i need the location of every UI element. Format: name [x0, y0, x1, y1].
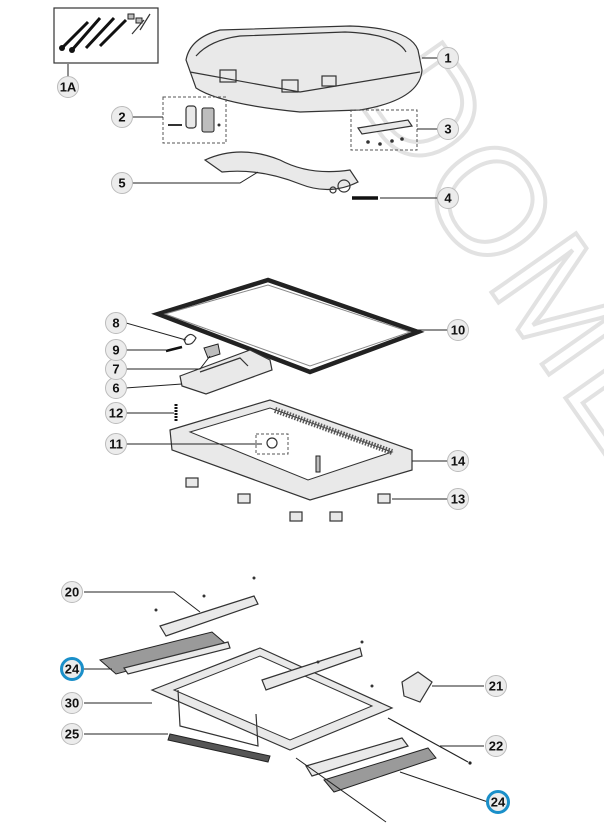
- callout-label: 25: [65, 727, 79, 742]
- part-20-bar-right: [261, 640, 364, 691]
- callout-label: 24: [65, 662, 80, 677]
- callout-circle: [61, 692, 83, 714]
- callout-circle: [437, 47, 459, 69]
- callout-circle: [61, 581, 83, 603]
- callout-circle: [111, 172, 133, 194]
- part-21-handle: [370, 671, 433, 703]
- part-2-hinge-kit: [162, 96, 227, 144]
- part-9-screw: [165, 345, 183, 353]
- callout-8: 8: [105, 312, 127, 334]
- callout-label: 4: [444, 191, 452, 206]
- callout-circle: [447, 450, 469, 472]
- part-1-dome-lid: [185, 25, 423, 113]
- callout-label: 10: [451, 323, 465, 338]
- part-11-14-base-frame: [169, 399, 413, 501]
- part-25-strip: [167, 733, 271, 763]
- part-1a-screw-kit: [53, 7, 159, 64]
- callout-label: 14: [451, 454, 466, 469]
- callout-11: 11: [105, 433, 127, 455]
- callout-5: 5: [111, 172, 133, 194]
- part-13-clamps: [185, 477, 391, 522]
- callout-21: 21: [485, 675, 507, 697]
- callout-circle: [437, 187, 459, 209]
- callout-circle: [105, 402, 127, 424]
- part-5-lifting-arm: [203, 151, 359, 194]
- callout-14: 14: [447, 450, 469, 472]
- part-24-blind-left: [98, 631, 231, 675]
- part-6-handle-housing: [179, 349, 273, 395]
- callout-label: 3: [444, 122, 451, 137]
- callout-label: 24: [491, 795, 506, 810]
- callout-label: 20: [65, 585, 79, 600]
- callout-circle: [447, 319, 469, 341]
- part-20-bar-top: [154, 576, 259, 637]
- watermark: DOMETIC: [325, 13, 604, 699]
- callout-label: 7: [112, 362, 119, 377]
- callout-2: 2: [111, 106, 133, 128]
- part-10-seal: [151, 277, 425, 375]
- callout-3: 3: [437, 118, 459, 140]
- callout-label: 30: [65, 696, 79, 711]
- callout-24: 24: [486, 790, 510, 814]
- part-30-inner-frame: [150, 647, 394, 751]
- callout-1: 1: [437, 47, 459, 69]
- callout-9: 9: [105, 339, 127, 361]
- callout-label: 2: [118, 110, 125, 125]
- callout-label: 6: [112, 381, 119, 396]
- callout-circle: [57, 76, 79, 98]
- callout-label: 13: [451, 492, 465, 507]
- callout-24: 24: [60, 657, 84, 681]
- part-7-clip: [203, 343, 221, 359]
- callout-12: 12: [105, 402, 127, 424]
- callout-13: 13: [447, 488, 469, 510]
- callout-circle: [105, 433, 127, 455]
- callout-label: 12: [109, 406, 123, 421]
- callout-circle: [447, 488, 469, 510]
- callout-4: 4: [437, 187, 459, 209]
- callout-1A: 1A: [57, 76, 79, 98]
- callout-label: 1: [444, 51, 451, 66]
- callout-25: 25: [61, 723, 83, 745]
- callout-20: 20: [61, 581, 83, 603]
- callout-30: 30: [61, 692, 83, 714]
- leader-lines: [67, 57, 489, 803]
- callout-circle: [61, 723, 83, 745]
- callout-label: 22: [489, 739, 503, 754]
- callout-circle: [485, 735, 507, 757]
- callout-22: 22: [485, 735, 507, 757]
- part-3-latch-rail: [350, 109, 418, 151]
- callout-circle: [105, 312, 127, 334]
- callout-10: 10: [447, 319, 469, 341]
- callout-label: 11: [109, 437, 123, 452]
- callout-circle: [486, 790, 510, 814]
- callout-circle: [60, 657, 84, 681]
- callout-label: 9: [112, 343, 119, 358]
- callout-circle: [105, 339, 127, 361]
- callout-label: 1A: [60, 80, 77, 95]
- callout-label: 5: [118, 176, 125, 191]
- callout-label: 21: [489, 679, 503, 694]
- callout-label: 8: [112, 316, 119, 331]
- callout-7: 7: [105, 358, 127, 380]
- callout-circle: [485, 675, 507, 697]
- part-8-spring: [183, 333, 197, 345]
- part-22-rod: [387, 717, 472, 765]
- callout-circle: [111, 106, 133, 128]
- callout-6: 6: [105, 377, 127, 399]
- part-24-blind-right: [295, 737, 437, 823]
- callout-circle: [437, 118, 459, 140]
